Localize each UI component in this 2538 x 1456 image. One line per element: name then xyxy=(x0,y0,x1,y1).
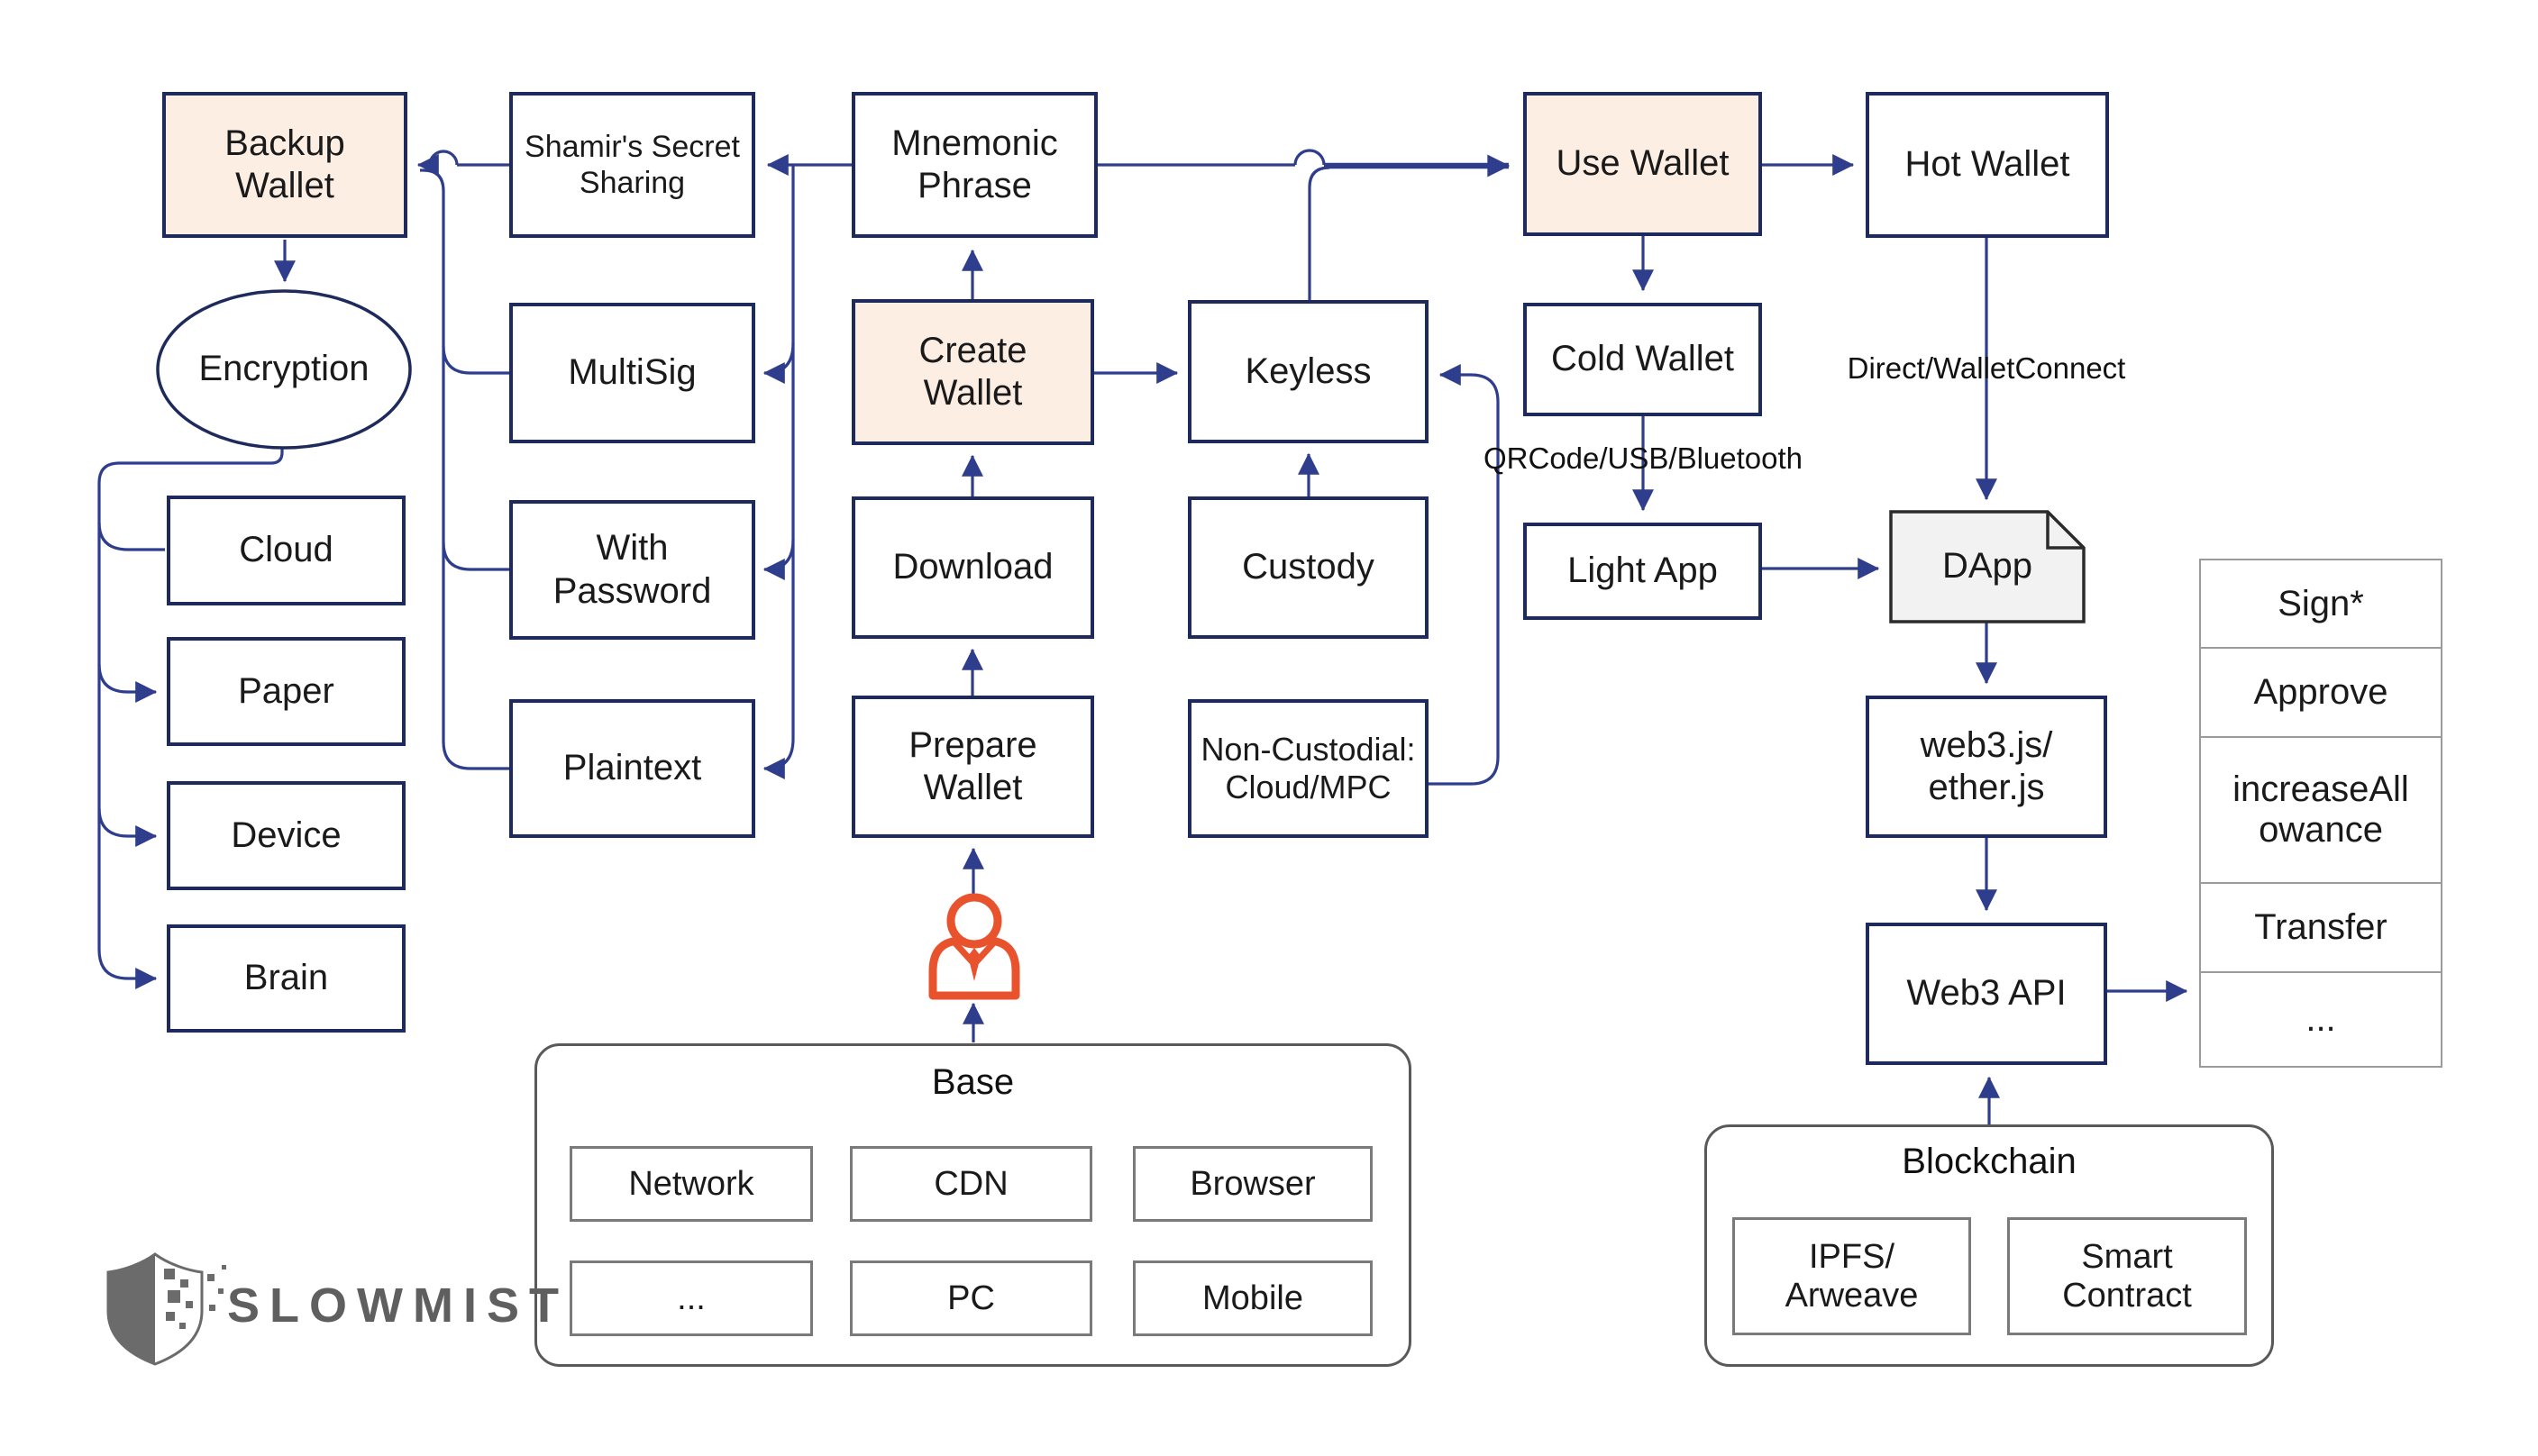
base-group-title: Base xyxy=(931,1062,1015,1102)
edge-label-qrcode-usb-bluetooth: QRCode/USB/Bluetooth xyxy=(1483,441,1803,475)
web3-api-call-table: Sign* Approve increaseAll owance Transfe… xyxy=(2199,559,2442,1068)
node-keyless: Keyless xyxy=(1188,300,1429,443)
node-with-password: With Password xyxy=(509,500,755,640)
node-web3-api: Web3 API xyxy=(1866,923,2107,1065)
node-device: Device xyxy=(167,781,406,890)
node-use-wallet: Use Wallet xyxy=(1523,92,1762,236)
node-multisig: MultiSig xyxy=(509,303,755,443)
api-row-more: ... xyxy=(2201,971,2441,1065)
node-hot-wallet: Hot Wallet xyxy=(1866,92,2109,238)
base-item-pc: PC xyxy=(850,1260,1092,1336)
slowmist-logo-text: SLOWMIST xyxy=(227,1279,569,1333)
node-brain: Brain xyxy=(167,924,406,1033)
base-item-cdn: CDN xyxy=(850,1146,1092,1222)
api-row-sign: Sign* xyxy=(2278,583,2364,623)
node-shamirs-secret-sharing: Shamir's Secret Sharing xyxy=(509,92,755,238)
node-create-wallet: Create Wallet xyxy=(852,299,1094,445)
api-row-increaseallowance: increaseAll owance xyxy=(2201,736,2441,882)
node-encryption: Encryption xyxy=(198,349,370,389)
node-cloud: Cloud xyxy=(167,496,406,605)
node-non-custodial: Non-Custodial: Cloud/MPC xyxy=(1188,699,1429,838)
slowmist-shield-icon xyxy=(106,1252,226,1366)
node-cold-wallet: Cold Wallet xyxy=(1523,303,1762,416)
api-row-transfer: Transfer xyxy=(2201,882,2441,971)
person-icon xyxy=(928,893,1020,1000)
node-dapp: DApp xyxy=(1941,546,2033,587)
dapp-document-shape xyxy=(1889,510,2086,623)
api-row-approve: Approve xyxy=(2201,647,2441,736)
base-item-more: ... xyxy=(570,1260,813,1336)
blockchain-item-smart-contract: Smart Contract xyxy=(2007,1217,2247,1335)
node-prepare-wallet: Prepare Wallet xyxy=(852,696,1094,838)
base-item-browser: Browser xyxy=(1133,1146,1373,1222)
blockchain-item-ipfs-arweave: IPFS/ Arweave xyxy=(1732,1217,1971,1335)
node-web3js-etherjs: web3.js/ ether.js xyxy=(1866,696,2107,838)
base-item-mobile: Mobile xyxy=(1133,1260,1373,1336)
node-light-app: Light App xyxy=(1523,523,1762,620)
node-mnemonic-phrase: Mnemonic Phrase xyxy=(852,92,1098,238)
node-plaintext: Plaintext xyxy=(509,699,755,838)
edge-label-direct-walletconnect: Direct/WalletConnect xyxy=(1847,351,2126,385)
base-item-network: Network xyxy=(570,1146,813,1222)
node-custody: Custody xyxy=(1188,496,1429,639)
node-download: Download xyxy=(852,496,1094,639)
blockchain-group-title: Blockchain xyxy=(1902,1142,2077,1181)
encryption-ellipse-shape xyxy=(156,289,412,450)
node-backup-wallet: Backup Wallet xyxy=(162,92,407,238)
node-paper: Paper xyxy=(167,637,406,746)
